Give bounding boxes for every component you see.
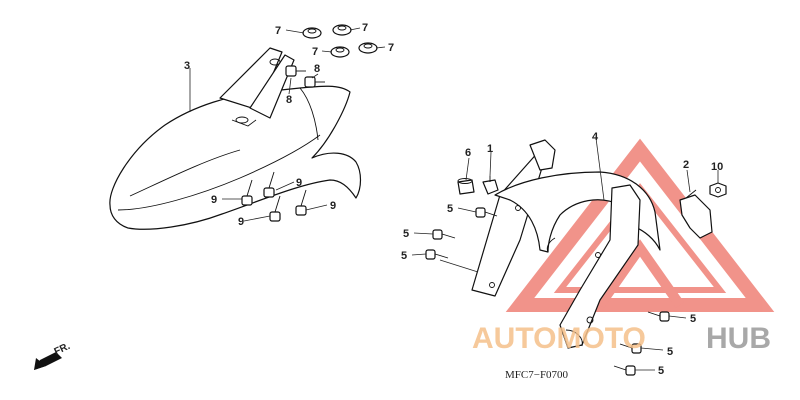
bolt-part-group-8	[285, 65, 325, 88]
cable-clamp-part	[679, 189, 713, 239]
watermark-text-part1: AUTOMOTO	[472, 322, 646, 355]
bolt-part	[304, 76, 325, 88]
diagram-code: MFC7−F0700	[505, 369, 569, 381]
callout-7: 7	[362, 22, 368, 34]
bolt-part	[269, 195, 281, 222]
watermark-text: AUTOMOTO HUB	[472, 322, 771, 355]
callout-8: 8	[314, 63, 320, 75]
arrow-down-left-icon	[34, 352, 62, 370]
callout-7: 7	[312, 46, 318, 58]
grommet-part	[332, 24, 352, 36]
callout-10: 10	[711, 161, 723, 173]
bolt-part	[241, 179, 253, 206]
callout-5: 5	[658, 365, 664, 377]
screw-part	[647, 311, 670, 322]
callout-9: 9	[330, 200, 336, 212]
callout-3: 3	[184, 60, 190, 72]
callout-9: 9	[296, 177, 302, 189]
screw-part	[613, 365, 636, 376]
screw-part-group-5	[425, 207, 670, 376]
grommet-part-group	[302, 24, 378, 58]
callout-5: 5	[403, 228, 409, 240]
bolt-part-group-9	[241, 171, 307, 222]
clip-part	[482, 176, 499, 195]
callout-5: 5	[447, 203, 453, 215]
nut-part	[709, 182, 727, 198]
front-direction-indicator: FR.	[34, 341, 72, 370]
bolt-part	[263, 171, 275, 198]
leader-lines	[189, 27, 719, 371]
callout-4: 4	[592, 131, 599, 143]
callout-7: 7	[388, 42, 394, 54]
grommet-part	[302, 27, 322, 39]
callout-7: 7	[275, 25, 281, 37]
screw-part	[619, 343, 642, 354]
screw-part	[475, 207, 498, 218]
callout-labels: 3 7 7 7 7 8 8 9 9 9 9 4 6 1 2 10 5 5 5 5…	[184, 22, 723, 377]
callout-2: 2	[683, 159, 689, 171]
callout-5: 5	[401, 250, 407, 262]
bolt-part	[285, 65, 306, 77]
callout-9: 9	[238, 216, 244, 228]
callout-6: 6	[465, 147, 471, 159]
collar-part	[457, 178, 475, 195]
rear-fender-part	[109, 47, 362, 230]
grommet-part	[358, 42, 378, 54]
screw-part	[432, 229, 456, 240]
front-fender-part	[471, 139, 661, 349]
callout-9: 9	[211, 194, 217, 206]
watermark-text-part2: HUB	[706, 322, 771, 355]
screw-part	[425, 249, 449, 260]
front-label: FR.	[53, 341, 72, 358]
callout-5: 5	[690, 313, 696, 325]
bolt-part	[295, 189, 307, 216]
callout-8: 8	[286, 94, 292, 106]
grommet-part	[330, 46, 350, 58]
callout-1: 1	[487, 143, 493, 155]
callout-5: 5	[667, 346, 673, 358]
